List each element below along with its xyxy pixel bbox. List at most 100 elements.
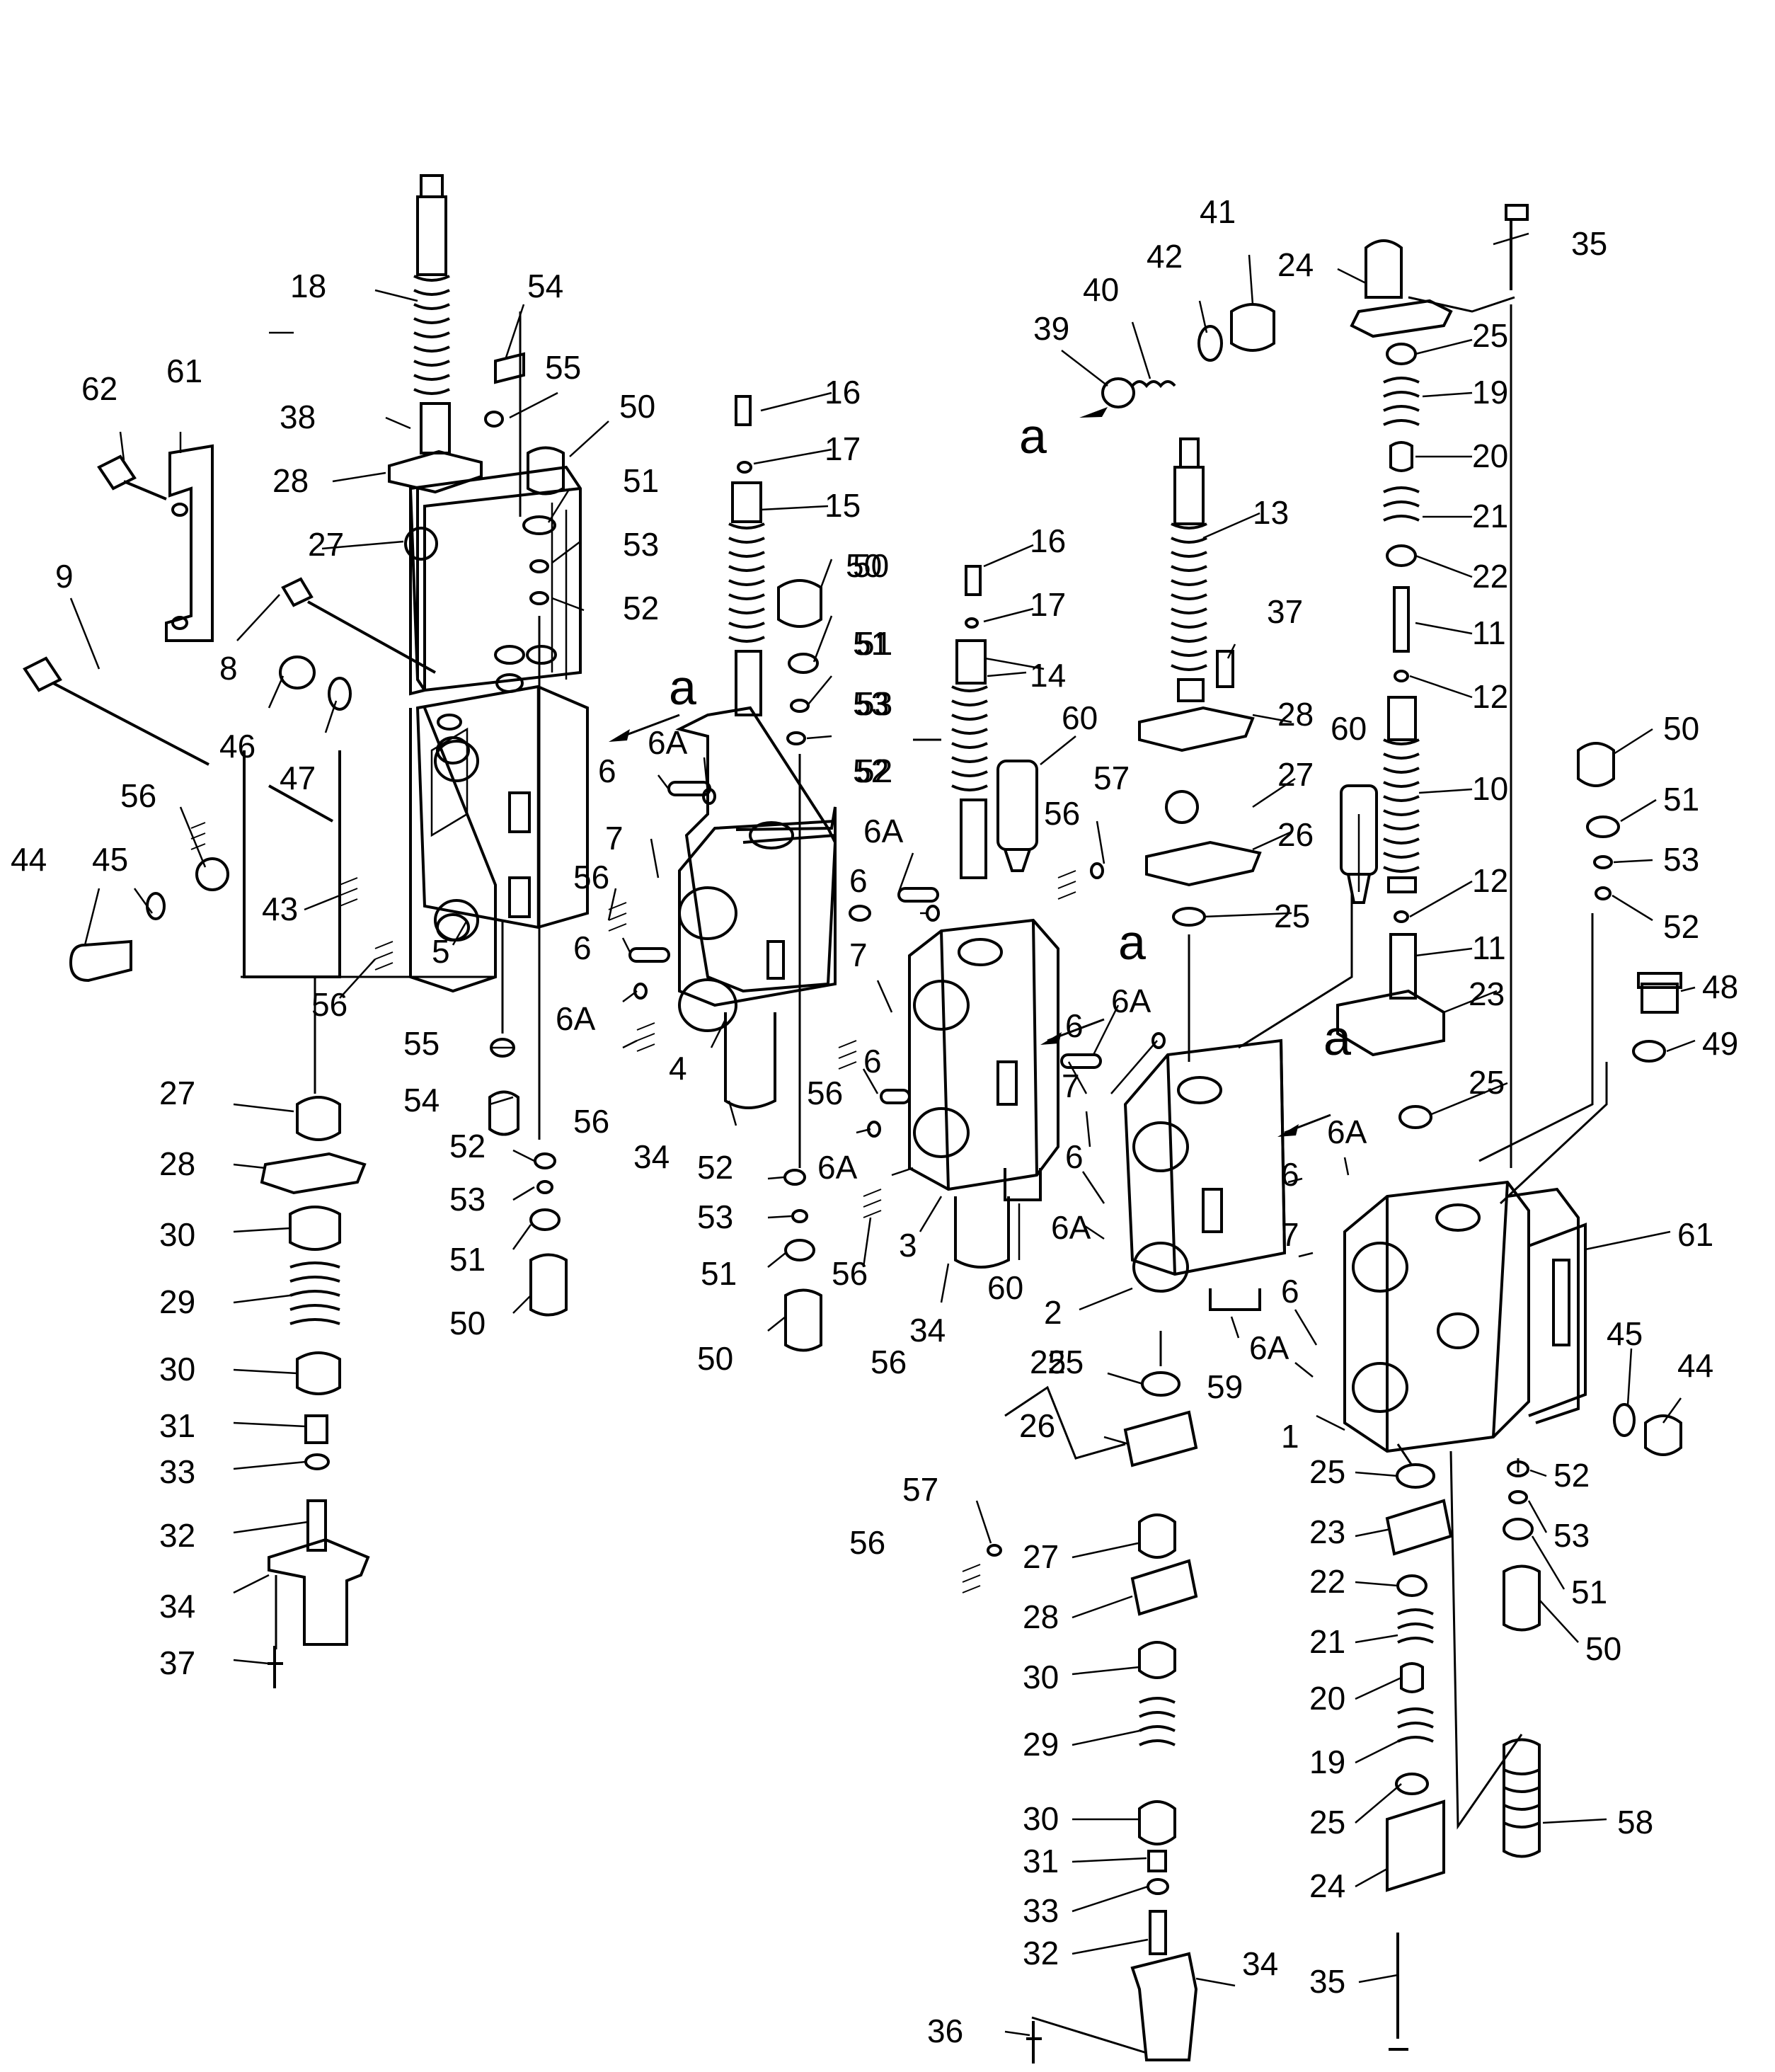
label-8: 8	[219, 650, 238, 687]
label-11: 11	[1472, 929, 1506, 966]
label-61: 61	[166, 353, 202, 389]
label-4: 4	[669, 1050, 687, 1087]
label-27: 27	[1023, 1538, 1059, 1575]
direction-arrows	[609, 714, 1331, 1137]
label-a: a	[1323, 1010, 1351, 1065]
parts-artwork	[23, 174, 1696, 2064]
label-29: 29	[159, 1283, 195, 1320]
label-34: 34	[909, 1312, 946, 1349]
left-spool-18	[413, 174, 451, 454]
label-34: 34	[633, 1138, 670, 1175]
label-56: 56	[849, 1524, 885, 1561]
label-27: 27	[159, 1075, 195, 1111]
label-6A: 6A	[556, 1000, 596, 1037]
label-52: 52	[1553, 1457, 1590, 1494]
label-25: 25	[1309, 1453, 1345, 1490]
middle-spool-14	[951, 565, 988, 879]
label-51: 51	[701, 1255, 737, 1292]
label-14: 14	[1030, 657, 1066, 694]
label-28: 28	[1023, 1598, 1059, 1635]
label-50: 50	[853, 547, 889, 584]
left-seal-stack-bottom	[260, 1038, 568, 1688]
label-56: 56	[573, 1103, 609, 1140]
label-24: 24	[1309, 1867, 1345, 1904]
label-57: 57	[1093, 760, 1130, 796]
label-51: 51	[1663, 781, 1699, 818]
label-47: 47	[280, 760, 316, 796]
label-53: 53	[1553, 1517, 1590, 1554]
label-7: 7	[849, 937, 868, 973]
label-2: 2	[1044, 1294, 1062, 1331]
label-45: 45	[92, 841, 128, 878]
label-52: 52	[856, 752, 892, 789]
label-53: 53	[853, 685, 889, 722]
label-51: 51	[853, 625, 889, 662]
center-seal-stack	[608, 579, 822, 1352]
label-a: a	[1323, 1010, 1351, 1065]
label-37: 37	[1267, 593, 1303, 630]
label-38: 38	[280, 399, 316, 435]
label-25: 25	[1047, 1344, 1084, 1380]
label-27: 27	[308, 526, 344, 563]
label-32: 32	[159, 1517, 195, 1554]
label-34: 34	[159, 1588, 195, 1625]
label-53: 53	[623, 526, 659, 563]
label-21: 21	[1472, 498, 1508, 534]
label-45: 45	[1607, 1315, 1643, 1352]
label-46: 46	[219, 728, 255, 765]
spool-13	[1171, 437, 1207, 702]
label-5: 5	[432, 933, 450, 970]
label-40: 40	[1083, 271, 1119, 308]
label-6A: 6A	[1111, 983, 1151, 1019]
label-25: 25	[1472, 317, 1508, 354]
label-12: 12	[1472, 678, 1508, 715]
label-52: 52	[697, 1149, 733, 1186]
label-53: 53	[1663, 841, 1699, 878]
label-51: 51	[1571, 1574, 1607, 1610]
label-50: 50	[619, 388, 655, 425]
label-24: 24	[1277, 246, 1314, 283]
label-12: 12	[1472, 862, 1508, 899]
label-22: 22	[1472, 558, 1508, 595]
label-37: 37	[159, 1644, 195, 1681]
label-39: 39	[1033, 310, 1069, 347]
label-27: 27	[1277, 756, 1314, 793]
center-spool-15	[728, 395, 765, 716]
block-1	[1343, 1180, 1587, 1453]
label-55: 55	[545, 349, 581, 386]
label-6A: 6A	[1051, 1209, 1091, 1246]
assembly-lines	[241, 296, 1608, 2054]
label-62: 62	[81, 370, 117, 407]
label-9: 9	[55, 558, 74, 595]
label-6: 6	[849, 862, 868, 899]
label-44: 44	[1677, 1347, 1713, 1384]
label-56: 56	[311, 986, 347, 1023]
label-13: 13	[1253, 494, 1289, 531]
label-52: 52	[853, 752, 889, 789]
label-32: 32	[1023, 1935, 1059, 1971]
label-30: 30	[1023, 1659, 1059, 1695]
label-51: 51	[623, 462, 659, 499]
label-17: 17	[825, 430, 861, 467]
label-50: 50	[449, 1305, 486, 1341]
label-6A: 6A	[1327, 1114, 1367, 1150]
part-number-labels: a a a a a 18 54 55 62 61 38 50 28 51 27 …	[11, 193, 1738, 2049]
right-valve-stack-top	[849, 204, 1529, 1129]
label-26: 26	[1019, 1407, 1055, 1444]
label-6: 6	[598, 752, 616, 789]
left-bracket-61	[165, 444, 214, 642]
label-56: 56	[1044, 795, 1080, 832]
label-36: 36	[927, 2013, 963, 2049]
label-54: 54	[527, 268, 563, 304]
center-block-4	[675, 706, 837, 1109]
label-55: 55	[403, 1025, 440, 1062]
label-34: 34	[1242, 1945, 1278, 1982]
label-18: 18	[290, 268, 326, 304]
label-50: 50	[846, 547, 882, 584]
label-6: 6	[863, 1043, 882, 1080]
label-43: 43	[262, 891, 298, 927]
label-53: 53	[697, 1198, 733, 1235]
block2-seal-stack	[1138, 650, 1378, 927]
label-19: 19	[1309, 1744, 1345, 1780]
label-28: 28	[272, 462, 309, 499]
